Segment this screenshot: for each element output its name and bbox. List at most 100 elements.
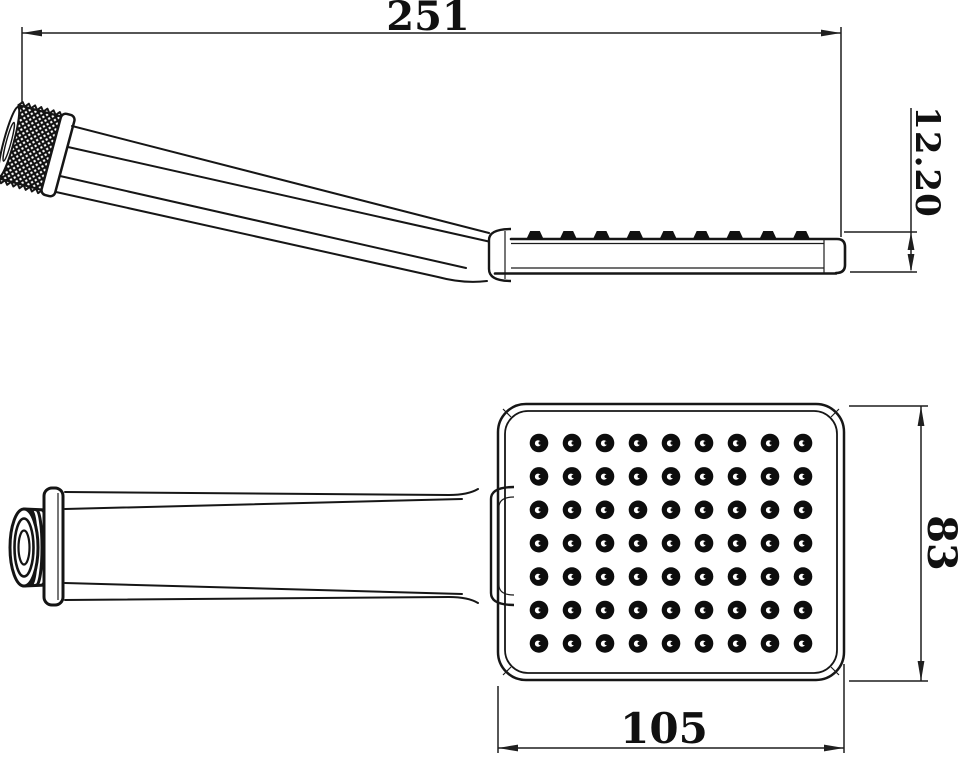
head-face (489, 402, 846, 682)
neck-bracket-inner (498, 496, 515, 596)
nozzle-bump (659, 231, 677, 240)
nozzle-dot-core (604, 641, 608, 646)
nozzle-dot-core (769, 541, 773, 545)
nozzle-dot-core (571, 508, 575, 512)
thread-teeth-top (17, 101, 63, 118)
dim-head-thickness: 12.20 (844, 106, 947, 273)
collar-face (42, 486, 65, 607)
dim-label-head-thickness: 12.20 (907, 106, 947, 217)
nozzle-dot-core (769, 608, 773, 612)
dim-251-arrow-left (22, 29, 42, 37)
nozzle-dot-core (571, 608, 575, 612)
nozzle-dot-core (736, 641, 740, 646)
nozzle-dot-core (637, 474, 641, 479)
head-face-inner (504, 410, 838, 674)
nozzle-dot-core (802, 641, 806, 646)
dim-head-height: 83 (849, 405, 960, 682)
nozzle-dot-core (802, 508, 806, 512)
nozzle-dot-core (769, 474, 773, 479)
nozzle-dot-core (538, 508, 542, 512)
nozzle-dot-core (802, 574, 806, 579)
collar-side (40, 112, 76, 198)
dim-label-head-width: 105 (620, 704, 708, 753)
dim-1220-arrow-down (907, 254, 915, 272)
nozzle-bump (592, 231, 611, 240)
nozzle-dot-core (736, 574, 740, 579)
nozzle-dot-core (769, 508, 773, 512)
nozzle-dot-core (703, 474, 707, 479)
dim-overall-length: 251 (21, 0, 842, 237)
nozzle-dot-core (769, 574, 773, 579)
nozzle-dot-core (538, 574, 542, 579)
handle-top-inner (64, 498, 463, 510)
nozzle-bump (792, 231, 811, 240)
nozzle-grid (529, 433, 813, 653)
dim-1220-arrow-up (907, 232, 915, 250)
nozzle-dot-core (538, 641, 542, 646)
nozzle-bump (626, 231, 644, 240)
nozzle-dot-core (571, 541, 575, 545)
head-side (493, 231, 847, 275)
dim-105-arrow-right (824, 744, 844, 752)
nozzle-dot-core (703, 641, 707, 646)
nozzle-dot-core (604, 574, 608, 579)
nozzle-dot-core (670, 474, 674, 479)
nozzle-dot-core (802, 541, 806, 545)
nozzle-dot-core (703, 508, 707, 512)
dim-251-arrow-right (821, 29, 841, 37)
nozzle-dot-core (736, 441, 740, 445)
nozzle-dot-core (670, 641, 674, 646)
nozzle-bumps (526, 231, 811, 240)
nozzle-dot-core (538, 474, 542, 479)
dim-label-head-height: 83 (918, 515, 960, 571)
thread-connector-face (8, 486, 65, 607)
handle-top-outer (64, 488, 479, 496)
nozzle-dot-core (703, 541, 707, 545)
nozzle-dot-core (703, 574, 707, 579)
nozzle-dot-core (571, 574, 575, 579)
nozzle-dot-core (637, 641, 641, 646)
nozzle-dot-core (736, 541, 740, 545)
nozzle-bump (526, 231, 544, 240)
handle-head-junction-side (487, 227, 512, 283)
nozzle-dot-core (604, 608, 608, 612)
nozzle-dot-core (637, 574, 641, 579)
nozzle-dot-core (604, 474, 608, 479)
thread-ring-2 (35, 508, 44, 587)
handle-bottom-outer (64, 596, 479, 604)
thread-teeth-bottom (0, 177, 44, 195)
nozzle-dot-core (571, 474, 575, 479)
handle-face (64, 488, 479, 604)
nozzle-dot-core (736, 508, 740, 512)
nozzle-dot-core (670, 508, 674, 512)
thread-end-bore-side (2, 121, 16, 162)
nozzle-dot-core (571, 641, 575, 646)
nozzle-dot-core (703, 441, 707, 445)
side-view: 251 12.20 (0, 0, 947, 283)
handle-edge-bottom (55, 191, 488, 283)
dim-83-arrow-down (917, 661, 925, 681)
handle-side (55, 125, 492, 283)
nozzle-dot-core (604, 508, 608, 512)
nozzle-bump (759, 231, 777, 240)
thread-end-bore-face (17, 529, 31, 566)
dim-105-arrow-left (498, 744, 518, 752)
nozzle-dot-core (670, 608, 674, 612)
head-top-edge (509, 237, 847, 275)
nozzle-bump (692, 231, 711, 240)
nozzle-dot-core (802, 474, 806, 479)
nozzle-dot-core (571, 441, 575, 445)
nozzle-dot-core (670, 541, 674, 545)
nozzle-dot-core (769, 441, 773, 445)
nozzle-dot-core (637, 508, 641, 512)
nozzle-dot-core (769, 641, 773, 646)
nozzle-dot-core (670, 574, 674, 579)
nozzle-dot-core (736, 474, 740, 479)
nozzle-dot-core (670, 441, 674, 445)
nozzle-bump (559, 231, 578, 240)
thread-end-ring-face (13, 517, 35, 578)
nozzle-dot-core (538, 441, 542, 445)
nozzle-dot-core (604, 441, 608, 445)
